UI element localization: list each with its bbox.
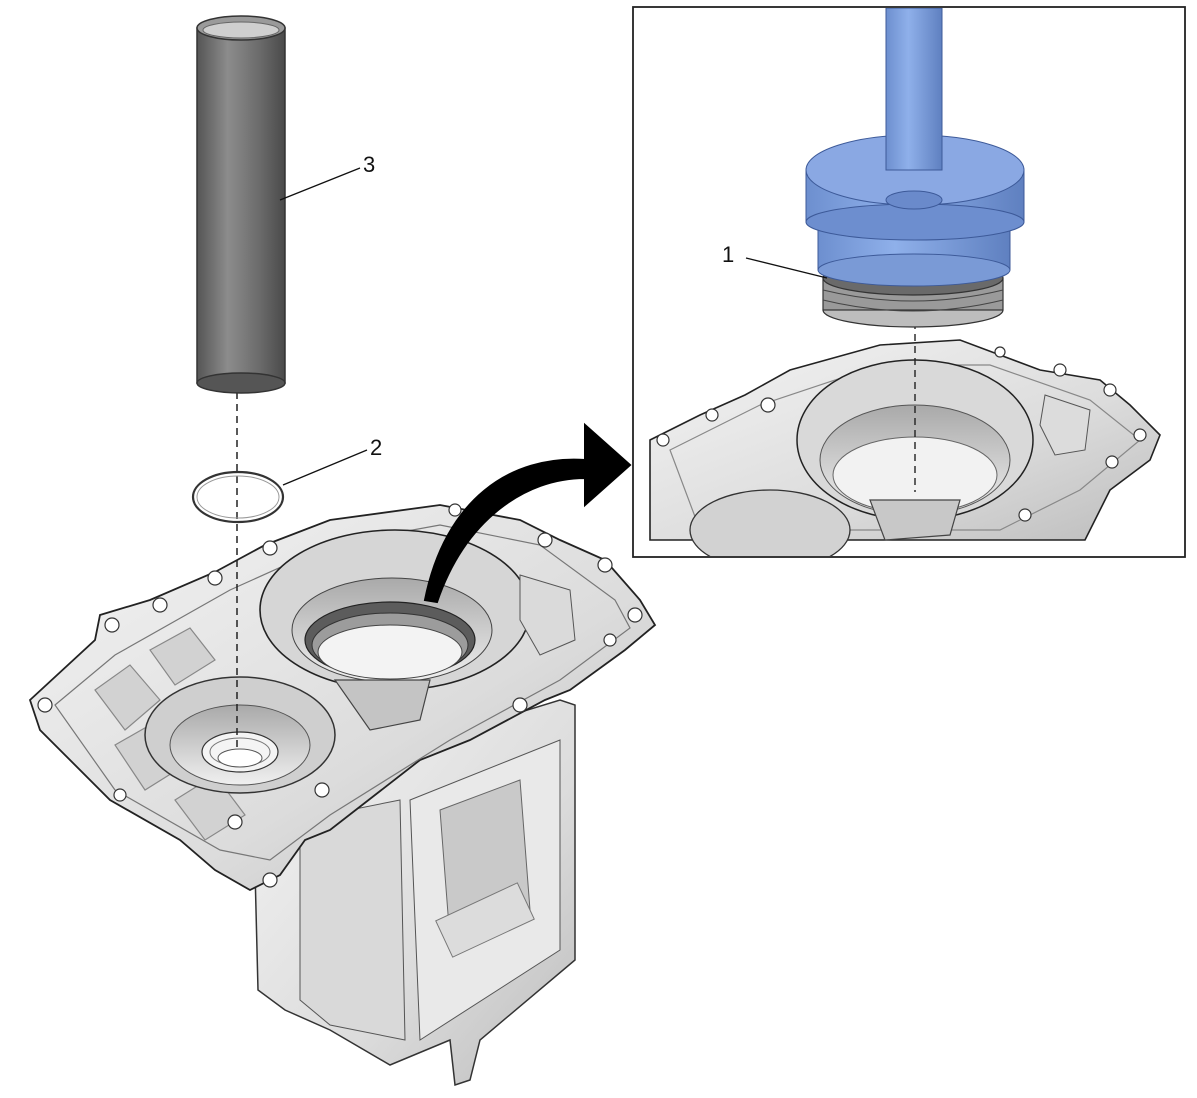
detail-inset bbox=[632, 6, 1186, 558]
callout-label-3: 3 bbox=[363, 152, 375, 177]
gearbox-housing bbox=[28, 503, 657, 1087]
curved-arrow-icon bbox=[423, 422, 632, 604]
o-ring bbox=[191, 470, 285, 524]
installer-tool bbox=[805, 8, 1025, 287]
callout-label-1: 1 bbox=[722, 242, 734, 267]
sleeve-tube bbox=[196, 15, 286, 394]
callout-3: 3 bbox=[279, 152, 375, 201]
callout-2: 2 bbox=[282, 435, 382, 486]
callout-label-2: 2 bbox=[370, 435, 382, 460]
callout-1: 1 bbox=[722, 242, 828, 279]
